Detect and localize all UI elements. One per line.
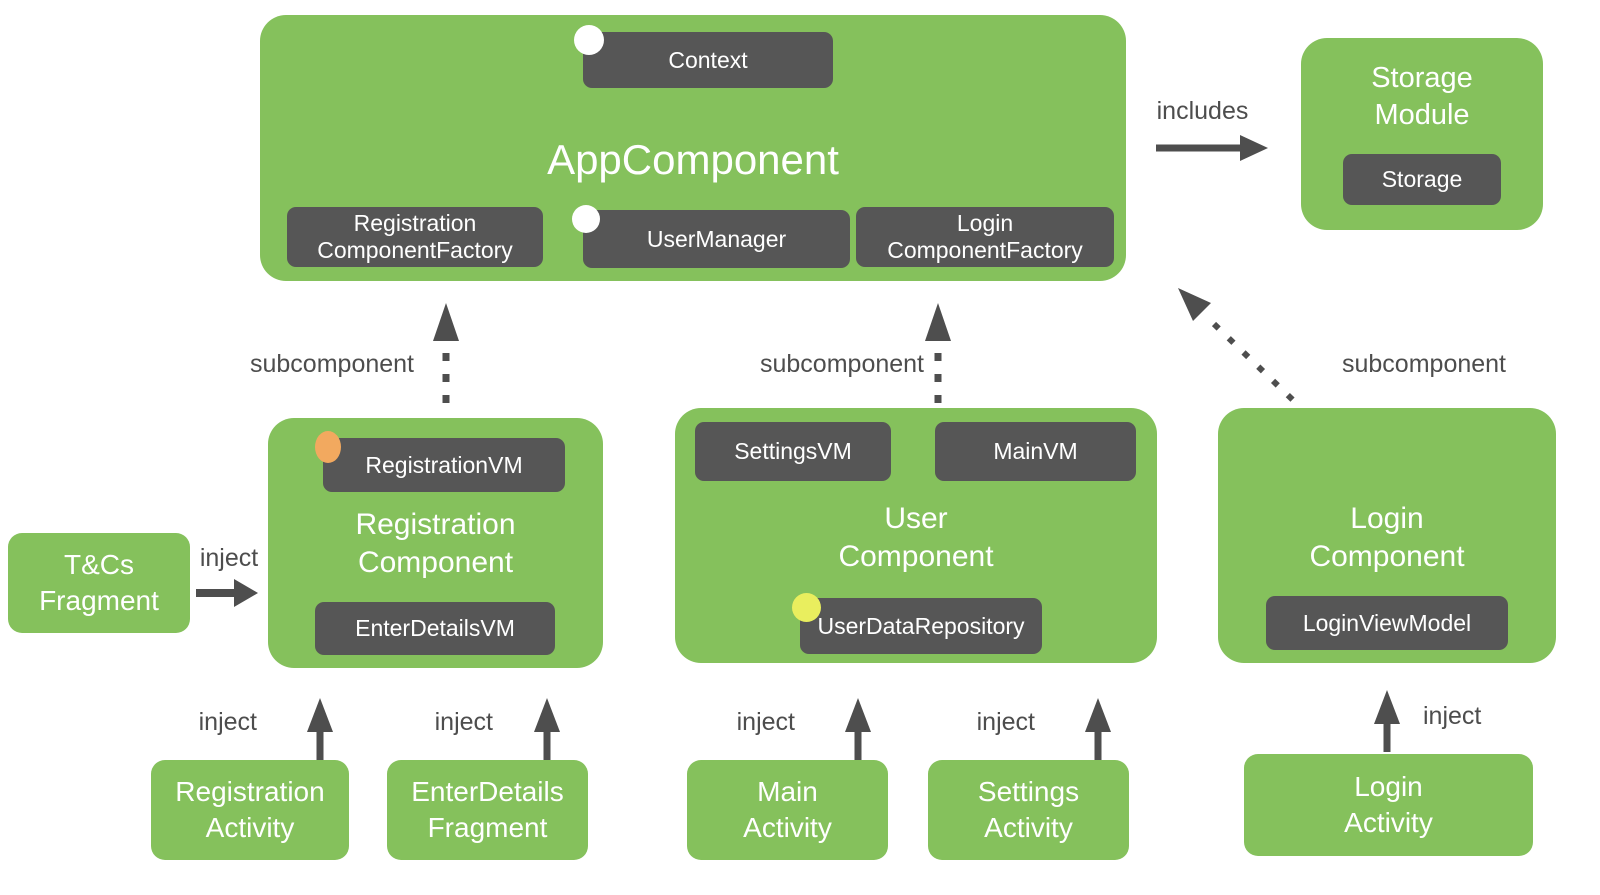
login-view-model-box: LoginViewModel	[1266, 596, 1508, 650]
user-data-repository-scope-dot-icon	[792, 593, 821, 622]
login-activity-label: Login Activity	[1344, 771, 1433, 838]
registration-activity-label: Registration Activity	[175, 776, 325, 843]
login-view-model-label: LoginViewModel	[1302, 609, 1472, 636]
subcomponent-label-registration: subcomponent	[250, 350, 415, 378]
user-component-box: SettingsVM MainVM User Component UserDat…	[675, 408, 1157, 663]
registration-vm-box: RegistrationVM	[323, 438, 565, 492]
inject-arrow-tcs	[196, 579, 258, 607]
inject-arrow-registration-activity	[307, 698, 333, 760]
inject-arrow-login-activity	[1374, 690, 1400, 752]
login-component-title: Login Component	[1309, 502, 1465, 573]
registration-component-title: Registration Component	[355, 508, 516, 579]
context-label: Context	[668, 46, 748, 73]
storage-label: Storage	[1381, 166, 1463, 192]
storage-module-box: Storage Module Storage	[1301, 38, 1543, 230]
subcomponent-arrow-registration	[433, 303, 459, 409]
settings-activity-label: Settings Activity	[977, 776, 1080, 843]
main-activity-box: Main Activity	[687, 760, 888, 860]
registration-component-box: RegistrationVM Registration Component En…	[268, 418, 603, 668]
context-box: Context	[583, 32, 833, 88]
inject-label-tcs: inject	[199, 544, 259, 572]
inject-label-registration-activity: inject	[198, 708, 257, 736]
login-component-factory-box: Login ComponentFactory	[856, 207, 1114, 267]
tcs-fragment-label: T&Cs Fragment	[39, 549, 159, 616]
registration-vm-label: RegistrationVM	[365, 451, 523, 478]
main-activity-label: Main Activity	[743, 776, 832, 843]
tcs-fragment-box: T&Cs Fragment	[8, 533, 190, 633]
enter-details-vm-box: EnterDetailsVM	[315, 602, 555, 655]
inject-label-main-activity: inject	[736, 708, 795, 736]
registration-component-factory-label: Registration ComponentFactory	[317, 210, 513, 263]
subcomponent-arrow-user	[925, 303, 951, 409]
inject-label-enter-details-fragment: inject	[434, 708, 493, 736]
inject-arrow-enter-details-fragment	[534, 698, 560, 760]
main-vm-box: MainVM	[935, 422, 1136, 481]
login-component-box: Login Component LoginViewModel	[1218, 408, 1556, 663]
storage-box: Storage	[1343, 154, 1501, 205]
includes-label: includes	[1156, 97, 1249, 125]
registration-vm-scope-dot-icon	[315, 431, 341, 463]
user-manager-scope-dot-icon	[572, 205, 600, 233]
subcomponent-arrow-login	[1178, 288, 1299, 406]
user-manager-label: UserManager	[646, 225, 787, 252]
storage-module-title: Storage Module	[1371, 62, 1473, 131]
subcomponent-label-user: subcomponent	[760, 350, 925, 378]
inject-label-login-activity: inject	[1423, 702, 1482, 730]
subcomponent-label-login: subcomponent	[1342, 350, 1507, 378]
login-component-factory-label: Login ComponentFactory	[887, 210, 1083, 263]
settings-vm-label: SettingsVM	[734, 438, 852, 464]
settings-vm-box: SettingsVM	[695, 422, 891, 481]
registration-component-factory-box: Registration ComponentFactory	[287, 207, 543, 267]
user-data-repository-box: UserDataRepository	[800, 598, 1042, 654]
registration-activity-box: Registration Activity	[151, 760, 349, 860]
context-scope-dot-icon	[574, 25, 604, 55]
app-component-title: AppComponent	[547, 136, 839, 183]
includes-arrow	[1156, 135, 1268, 161]
user-data-repository-label: UserDataRepository	[817, 612, 1025, 639]
app-component-box: Context AppComponent Registration Compon…	[260, 15, 1126, 281]
enter-details-fragment-box: EnterDetails Fragment	[387, 760, 588, 860]
inject-arrow-settings-activity	[1085, 698, 1111, 760]
login-activity-box: Login Activity	[1244, 754, 1533, 856]
inject-arrow-main-activity	[845, 698, 871, 760]
enter-details-fragment-label: EnterDetails Fragment	[411, 776, 564, 843]
enter-details-vm-label: EnterDetailsVM	[355, 615, 515, 641]
inject-label-settings-activity: inject	[976, 708, 1035, 736]
settings-activity-box: Settings Activity	[928, 760, 1129, 860]
user-manager-box: UserManager	[583, 210, 850, 268]
user-component-title: User Component	[838, 502, 994, 573]
main-vm-label: MainVM	[993, 438, 1078, 464]
